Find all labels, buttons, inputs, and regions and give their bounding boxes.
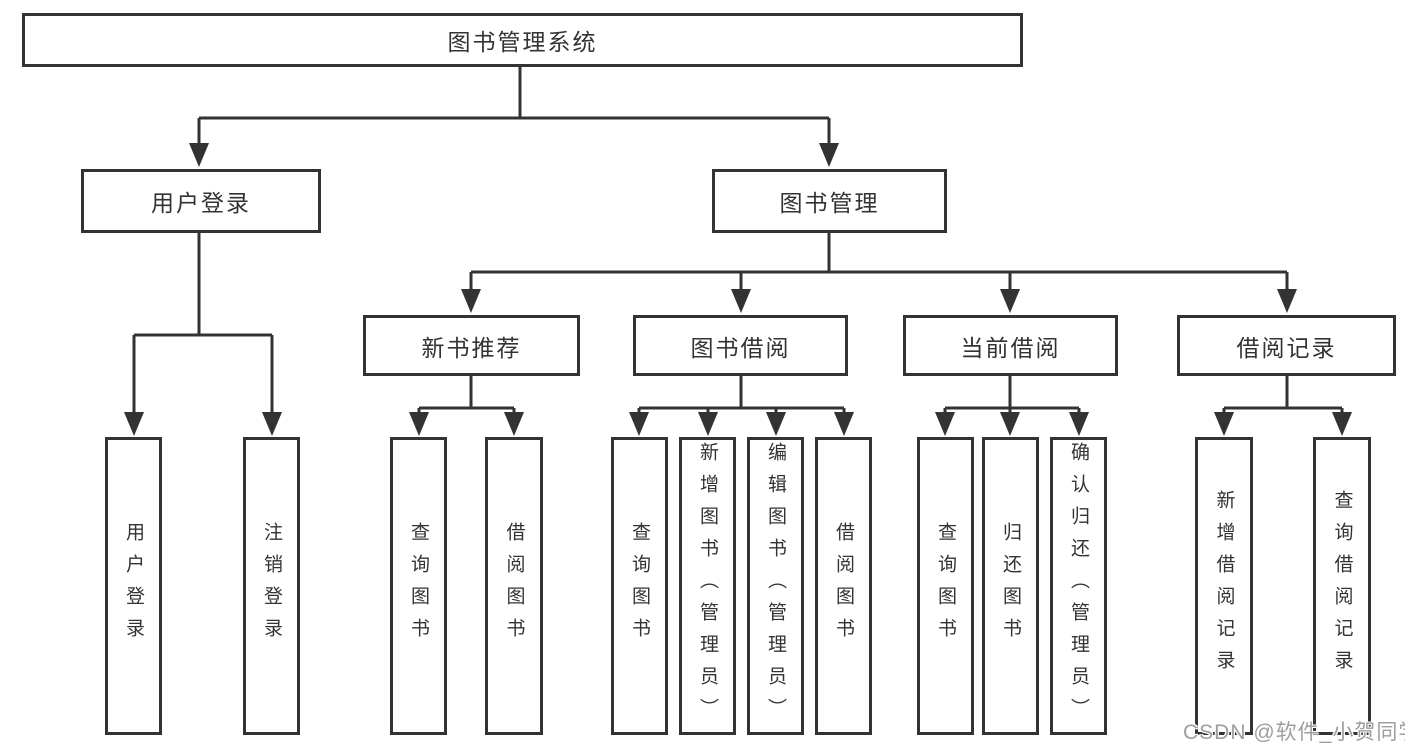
node-logout-action: 注销登录 xyxy=(243,437,300,735)
csdn-watermark: CSDN @软件_小贺同学 xyxy=(1183,721,1405,744)
node-label: 确认归还（管理员） xyxy=(1068,442,1089,730)
node-label: 查询图书 xyxy=(408,522,429,650)
node-label: 图书借阅 xyxy=(690,334,791,361)
node-label: 用户登录 xyxy=(151,190,251,216)
node-current-borrowing: 当前借阅 xyxy=(903,315,1118,376)
node-label: 图书管理 xyxy=(779,190,880,216)
node-query-books-borrowing: 查询图书 xyxy=(611,437,668,735)
node-edit-book-admin: 编辑图书（管理员） xyxy=(747,437,804,735)
node-label: 用户登录 xyxy=(123,522,144,650)
node-label: 借阅记录 xyxy=(1236,334,1337,361)
node-label: 归还图书 xyxy=(1000,522,1021,650)
node-borrow-books-newbook: 借阅图书 xyxy=(485,437,543,735)
node-query-books-current: 查询图书 xyxy=(917,437,974,735)
node-book-management: 图书管理 xyxy=(712,169,947,233)
node-label: 新书推荐 xyxy=(421,334,522,361)
node-label: 新增借阅记录 xyxy=(1213,490,1235,682)
node-new-book-recommendation: 新书推荐 xyxy=(363,315,580,376)
node-label: 查询图书 xyxy=(935,522,956,650)
node-label: 查询借阅记录 xyxy=(1331,490,1353,682)
node-confirm-return-admin: 确认归还（管理员） xyxy=(1050,437,1107,735)
node-user-login-action: 用户登录 xyxy=(105,437,162,735)
node-return-books: 归还图书 xyxy=(982,437,1039,735)
node-label: 借阅图书 xyxy=(833,522,854,650)
node-book-borrowing: 图书借阅 xyxy=(633,315,848,376)
node-add-book-admin: 新增图书（管理员） xyxy=(679,437,736,735)
node-borrow-books-borrowing: 借阅图书 xyxy=(815,437,872,735)
node-label: 图书管理系统 xyxy=(447,29,598,55)
node-label: 新增图书（管理员） xyxy=(697,442,718,730)
node-label: 编辑图书（管理员） xyxy=(765,442,786,730)
node-query-books-newbook: 查询图书 xyxy=(390,437,447,735)
node-label: 查询图书 xyxy=(629,522,650,650)
node-book-management-system: 图书管理系统 xyxy=(22,13,1023,67)
node-label: 借阅图书 xyxy=(503,522,525,650)
node-user-login: 用户登录 xyxy=(81,169,321,233)
node-query-borrow-record: 查询借阅记录 xyxy=(1313,437,1371,735)
node-label: 当前借阅 xyxy=(960,334,1061,361)
node-borrowing-records: 借阅记录 xyxy=(1177,315,1396,376)
arrowheads xyxy=(124,143,1352,436)
node-label: 注销登录 xyxy=(261,522,282,650)
node-add-borrow-record: 新增借阅记录 xyxy=(1195,437,1253,735)
